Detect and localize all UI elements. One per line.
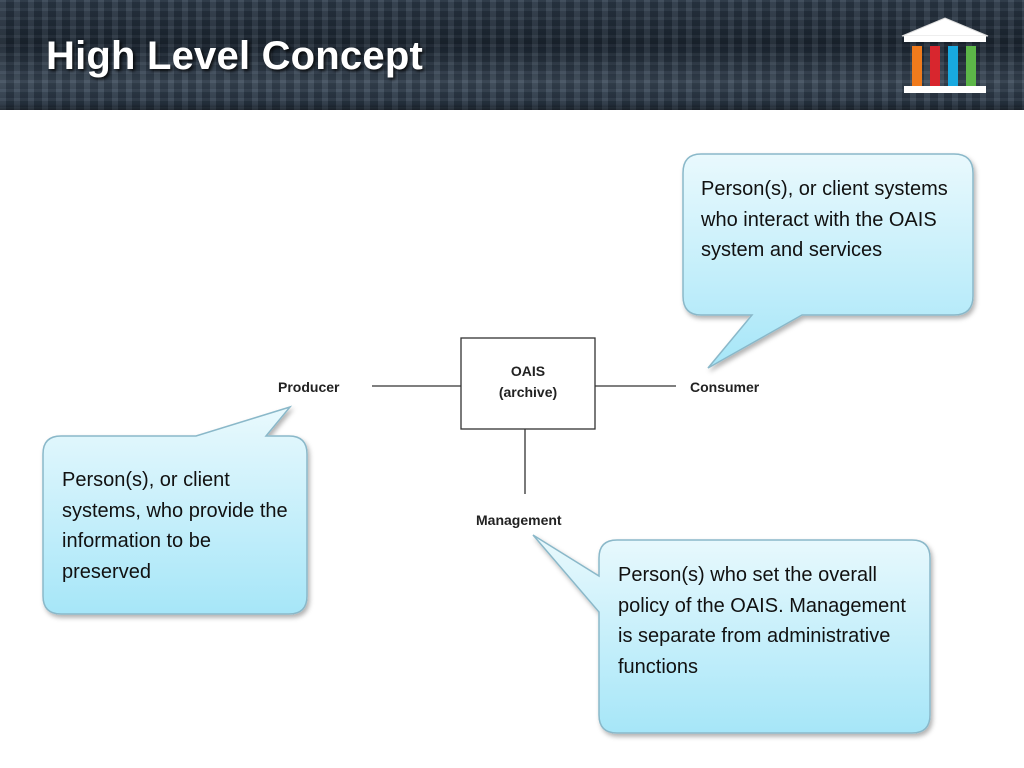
management-label: Management [476, 512, 562, 528]
archive-box-line2: (archive) [499, 384, 557, 400]
oais-archive-box [460, 337, 596, 430]
management-callout-text: Person(s) who set the overall policy of … [618, 564, 906, 678]
consumer-callout-text: Person(s), or client systems who interac… [701, 178, 948, 261]
producer-label: Producer [278, 379, 340, 395]
archive-box-line1: OAIS [511, 363, 545, 379]
producer-callout-text: Person(s), or client systems, who provid… [62, 469, 288, 583]
slide-title: High Level Concept [46, 34, 423, 78]
consumer-label: Consumer [690, 379, 760, 395]
museum-pillars-icon [901, 17, 989, 93]
header-banner: High Level Concept [0, 0, 1024, 110]
consumer-callout [682, 153, 974, 369]
management-callout [532, 534, 931, 734]
producer-callout [42, 405, 308, 615]
